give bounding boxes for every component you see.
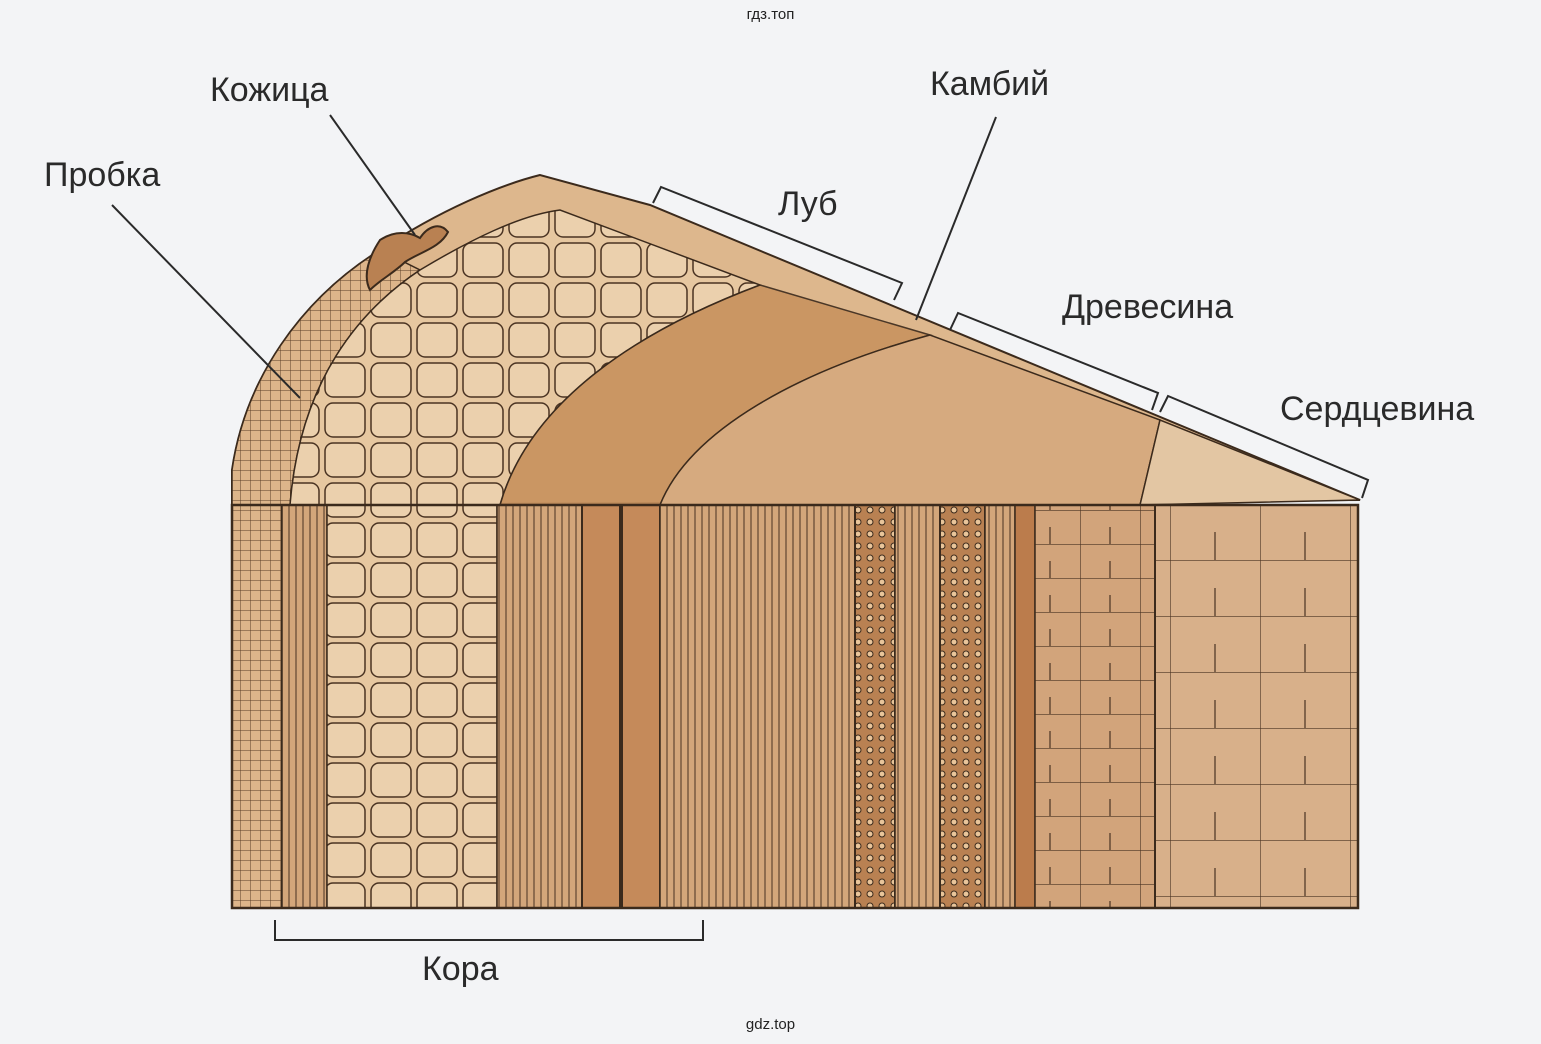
label-serdtsevina: Сердцевина xyxy=(1280,390,1474,428)
label-lub: Луб xyxy=(778,185,838,223)
pointer-probka xyxy=(111,204,301,399)
skin-fragment xyxy=(365,225,450,292)
front-face-outline xyxy=(230,503,1360,910)
front-cork-outer xyxy=(281,504,328,909)
bracket-drevesina xyxy=(949,311,1160,411)
front-vessel-2 xyxy=(939,504,986,909)
top-face-wood xyxy=(658,334,1161,506)
front-bast xyxy=(659,504,856,909)
front-sieve-tube-2 xyxy=(621,504,661,909)
front-phloem-fibers xyxy=(496,504,583,909)
watermark-top: гдз.топ xyxy=(746,6,795,23)
front-sieve-tube-1 xyxy=(581,504,621,909)
front-pith xyxy=(1154,504,1359,909)
label-probka: Пробка xyxy=(44,156,160,194)
front-wood xyxy=(1034,504,1156,909)
front-wood-vessel xyxy=(1014,504,1036,909)
front-vessel-1 xyxy=(854,504,896,909)
top-face-pith xyxy=(1139,418,1361,506)
front-cortex xyxy=(326,504,498,909)
bracket-kora xyxy=(274,920,704,941)
bracket-serdtsevina xyxy=(1159,394,1370,499)
label-kora: Кора xyxy=(422,950,499,988)
pointer-kozhitsa xyxy=(329,114,416,236)
label-kambiy: Камбий xyxy=(930,65,1049,103)
front-wood-fibers xyxy=(984,504,1016,909)
pointer-kambiy xyxy=(915,116,997,321)
front-cambium xyxy=(894,504,941,909)
bracket-lub xyxy=(652,185,904,301)
watermark-bottom: gdz.top xyxy=(745,1016,796,1033)
label-kozhitsa: Кожица xyxy=(210,71,329,109)
front-cork xyxy=(231,504,283,909)
label-drevesina: Древесина xyxy=(1062,288,1233,326)
